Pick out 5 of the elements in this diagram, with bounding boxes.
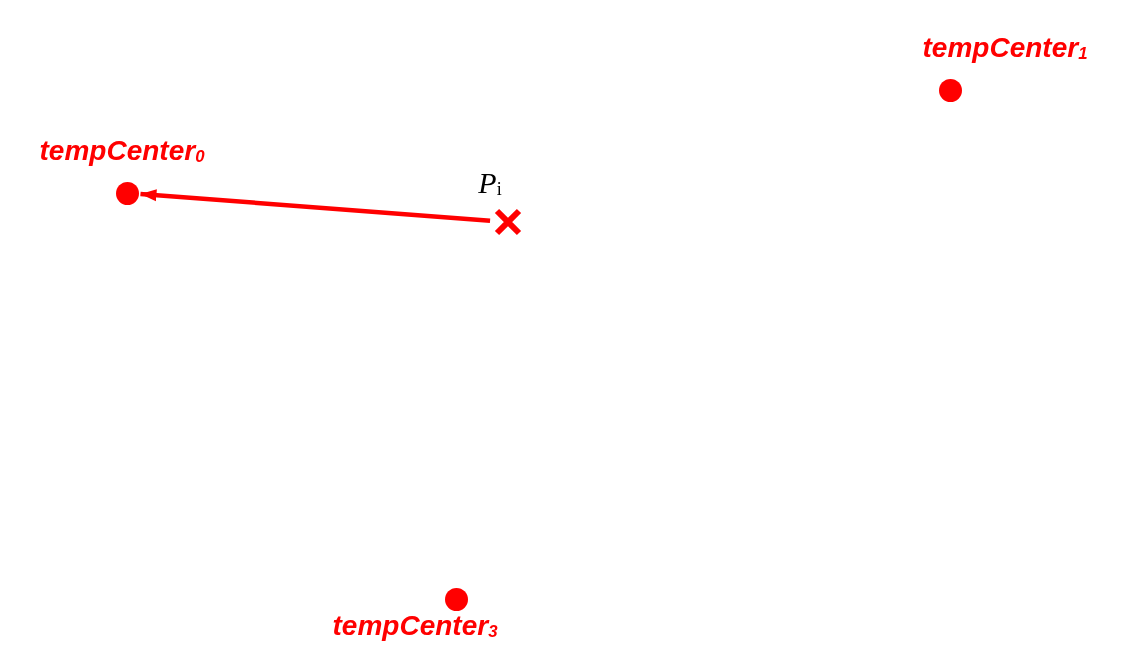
arrow bbox=[140, 189, 491, 223]
point-label: P$_{i}$ bbox=[478, 166, 502, 200]
center-label: tempCenter$_{3}$ bbox=[332, 611, 498, 642]
center-label: tempCenter$_{0}$ bbox=[39, 136, 205, 167]
center-label: tempCenter$_{1}$ bbox=[922, 33, 1088, 64]
